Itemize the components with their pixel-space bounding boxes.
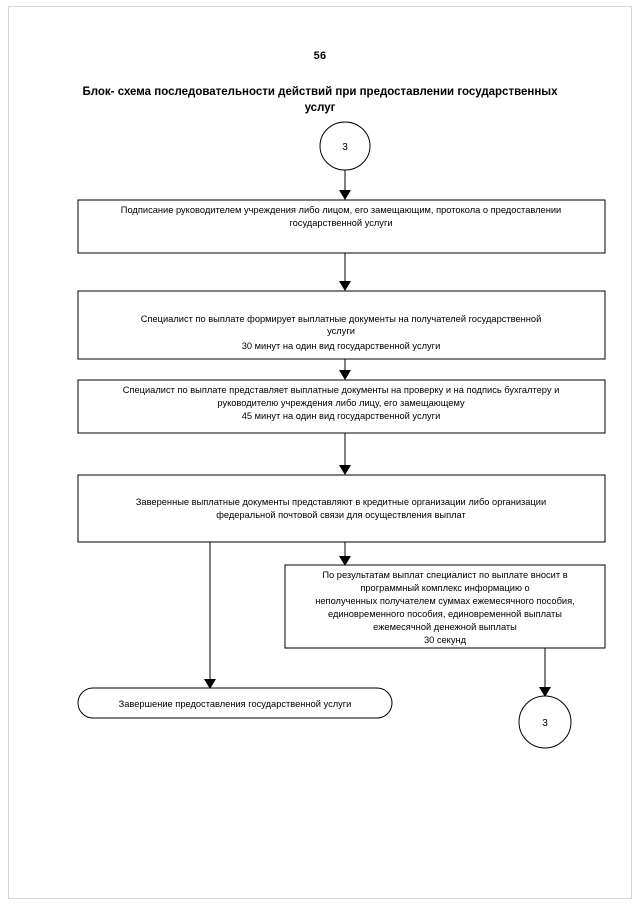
page-edge-right bbox=[631, 6, 632, 899]
step3-line-2: руководителю учреждения либо лицу, его з… bbox=[217, 398, 465, 408]
step1-line-2: государственной услуги bbox=[289, 218, 392, 228]
step5-line-5: ежемесячной денежной выплаты bbox=[373, 622, 517, 632]
step5-line-4: единовременного пособия, единовременной … bbox=[328, 609, 562, 619]
page-edge-left bbox=[8, 6, 9, 899]
flow-edge-step2-to-step3 bbox=[339, 359, 351, 380]
flow-node-step5: По результатам выплат специалист по выпл… bbox=[284, 564, 606, 649]
page-number: 56 bbox=[313, 50, 327, 62]
connector-in-label: 3 bbox=[342, 142, 348, 153]
flow-edge-step4-to-end bbox=[204, 542, 216, 689]
step3-duration: 45 минут на один вид государственной усл… bbox=[242, 411, 441, 421]
step1-line-1: Подписание руководителем учреждения либо… bbox=[121, 205, 561, 215]
page-title: Блок- схема последовательности действий … bbox=[82, 86, 558, 114]
connector-out-label: 3 bbox=[542, 718, 548, 729]
flow-edge-step5-to-connector-out bbox=[539, 648, 551, 697]
step2-line-1: Специалист по выплате формирует выплатны… bbox=[141, 314, 542, 324]
flow-edge-step1-to-step2 bbox=[339, 253, 351, 291]
step5-line-1: По результатам выплат специалист по выпл… bbox=[322, 570, 567, 580]
step2-duration: 30 минут на один вид государственной усл… bbox=[242, 341, 441, 351]
flow-edge-connector-in-to-step1 bbox=[339, 170, 351, 200]
step4-line-1: Заверенные выплатные документы представл… bbox=[136, 497, 546, 507]
flow-edge-step3-to-step4 bbox=[339, 433, 351, 475]
end-label: Завершение предоставления государственно… bbox=[119, 699, 352, 709]
flow-node-step1: Подписание руководителем учреждения либо… bbox=[77, 199, 606, 254]
flow-node-connector-out: 3 bbox=[518, 695, 572, 749]
step4-line-2: федеральной почтовой связи для осуществл… bbox=[216, 510, 466, 520]
flow-node-step2: Специалист по выплате формирует выплатны… bbox=[77, 290, 606, 360]
flow-node-step4: Заверенные выплатные документы представл… bbox=[77, 474, 606, 543]
flow-node-end: Завершение предоставления государственно… bbox=[77, 687, 393, 719]
step5-duration: 30 секунд bbox=[424, 635, 467, 645]
step5-line-3: неполученных получателем суммах ежемесяч… bbox=[315, 596, 574, 606]
flow-node-connector-in: 3 bbox=[319, 121, 371, 171]
flow-node-step3: Специалист по выплате представляет выпла… bbox=[77, 379, 606, 434]
page-edge-top bbox=[8, 6, 632, 7]
step3-line-1: Специалист по выплате представляет выпла… bbox=[123, 385, 560, 395]
step2-line-2: услуги bbox=[327, 326, 355, 336]
page-edge-bottom bbox=[8, 898, 632, 899]
step5-line-2: программный комплекс информацию о bbox=[360, 583, 529, 593]
flow-edge-step4-to-step5 bbox=[339, 542, 351, 566]
